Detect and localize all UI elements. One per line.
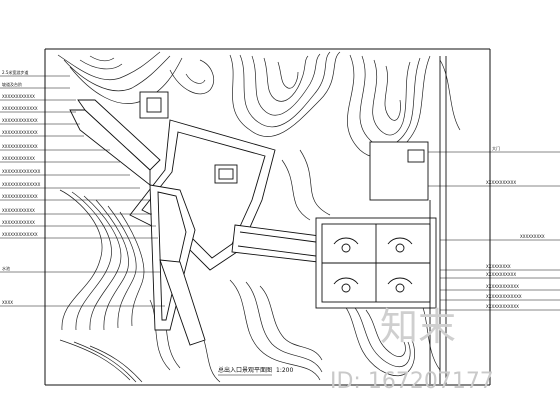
watermark: 知末 ID: 167207177 [330, 305, 494, 394]
leader-label: XXXXXXXXXXXX [2, 94, 35, 99]
leader-label: XXXXXXXXXXXX [486, 284, 519, 289]
leader-label: XXXXXXXXXXXXX [2, 194, 38, 199]
leader-label: XXXXXXXXXXXX [2, 156, 35, 161]
leader-label: XXXXXXXXXXXXX [2, 144, 38, 149]
drawing-frame [44, 48, 491, 386]
leader-label: XXXXXXXXX [486, 264, 511, 269]
leader-label: XXXXXXXXXXXXX [2, 106, 38, 111]
watermark-id: ID: 167207177 [330, 369, 494, 394]
leader-label: XXXXXXXXXXXXX [2, 232, 38, 237]
right-labels: 大门 XXXXXXXXXXX XXXXXXXXX XXXXXXXXX XXXXX… [486, 145, 545, 309]
leader-label: XXXX [2, 300, 13, 305]
plaza-structures [69, 56, 447, 384]
right-leader-lines [428, 151, 560, 311]
leader-label: XXXXXXXXXXXX [486, 304, 519, 309]
leader-label: 大门 [492, 145, 500, 151]
caption-scale: 1:200 [276, 367, 293, 374]
leader-label: XXXXXXXXXXX [486, 180, 516, 185]
leader-label: XXXXXXXXXXXXXX [2, 169, 41, 174]
leader-label: 坡道及台阶 [2, 81, 22, 87]
leader-label: XXXXXXXXXXXXXX [2, 182, 41, 187]
leader-label: XXXXXXXXX [520, 234, 545, 239]
drawing-caption: 总出入口景观平面图 1:200 [218, 366, 293, 376]
leader-label: XXXXXXXXXXXXX [486, 294, 522, 299]
leader-label: XXXXXXXXXXXXX [2, 118, 38, 123]
left-labels: 2.5米宽游步道 坡道及台阶 XXXXXXXXXXXX XXXXXXXXXXXX… [2, 69, 41, 305]
leader-label: 2.5米宽游步道 [2, 69, 28, 75]
watermark-logo: 知末 [380, 305, 456, 349]
leader-label: XXXXXXXXXXXXX [2, 130, 38, 135]
left-leader-lines [0, 75, 165, 307]
leader-label: XXXXXXXXXXX [486, 272, 516, 277]
leader-label: 水池 [2, 265, 10, 271]
caption-title: 总出入口景观平面图 [218, 366, 272, 374]
leader-label: XXXXXXXXXXXX [2, 220, 35, 225]
leader-label: XXXXXXXXXXXX [2, 208, 35, 213]
